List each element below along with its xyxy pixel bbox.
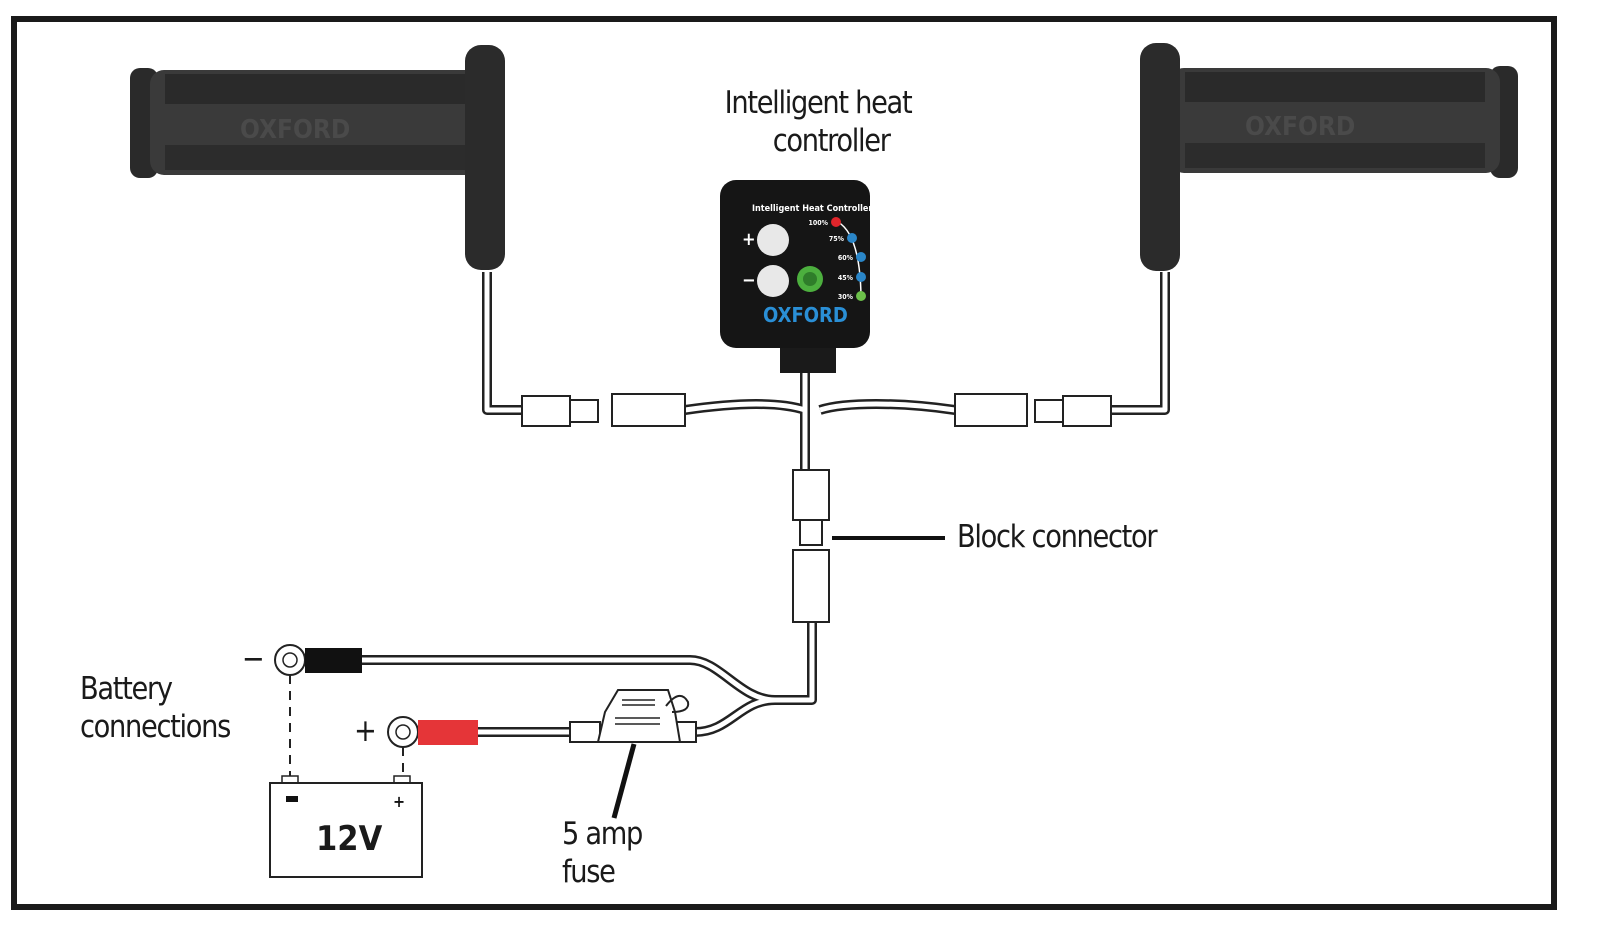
connectors <box>521 393 1112 623</box>
left-harness-socket <box>611 393 686 427</box>
level-label: 75% <box>829 235 845 243</box>
level-label: 100% <box>809 219 829 227</box>
positive-sign: + <box>354 713 377 749</box>
level-label: 45% <box>838 274 854 282</box>
svg-text:−: − <box>742 270 756 291</box>
fuse-label-line2: fuse <box>562 854 616 890</box>
level-led <box>856 291 866 301</box>
fuse-label-line1: 5 amp <box>562 816 643 852</box>
battery-label-line2: connections <box>80 709 231 745</box>
right-grip-plug-pins <box>1034 399 1064 423</box>
controller-title-line2: controller <box>772 123 891 159</box>
block-connector-male <box>792 469 830 521</box>
battery-label-line1: Battery <box>80 671 173 707</box>
controller-logo: OXFORD <box>763 303 848 327</box>
increase-button <box>757 224 789 256</box>
fuse-holder <box>569 689 697 819</box>
level-label: 30% <box>838 293 854 301</box>
level-led <box>856 272 866 282</box>
level-label: 60% <box>838 254 854 262</box>
grip-logo: OXFORD <box>240 115 350 145</box>
svg-text:+: + <box>742 229 756 250</box>
right-heated-grip: OXFORD <box>1140 43 1518 271</box>
level-led <box>847 233 857 243</box>
block-connector-label: Block connector <box>957 519 1158 555</box>
grip-logo: OXFORD <box>1245 112 1355 142</box>
decrease-button <box>757 265 789 297</box>
battery-voltage: 12V <box>316 819 383 859</box>
level-led <box>831 217 841 227</box>
positive-lead-sleeve <box>418 720 478 745</box>
controller-title: Intelligent heat controller <box>708 84 928 160</box>
battery-12v: + 12V <box>269 775 423 878</box>
left-grip-plug <box>521 395 571 427</box>
wiring <box>360 272 1170 737</box>
level-led <box>856 252 866 262</box>
battery-leads <box>274 644 478 778</box>
right-grip-plug <box>1062 395 1112 427</box>
fuse-label: 5 amp fuse <box>562 815 643 891</box>
block-connector-female <box>792 549 830 623</box>
heat-controller: Intelligent Heat Controller + − 100%75% 6… <box>720 180 872 373</box>
left-grip-plug-pins <box>569 399 599 423</box>
left-heated-grip: OXFORD <box>130 45 505 270</box>
negative-sign: − <box>242 641 265 677</box>
negative-lead-sleeve <box>305 648 362 673</box>
right-harness-socket <box>954 393 1028 427</box>
battery-connections-label: Battery connections <box>80 670 231 746</box>
svg-text:+: + <box>393 792 405 811</box>
controller-title-line1: Intelligent heat <box>724 85 913 121</box>
controller-panel-title: Intelligent Heat Controller <box>752 204 872 214</box>
